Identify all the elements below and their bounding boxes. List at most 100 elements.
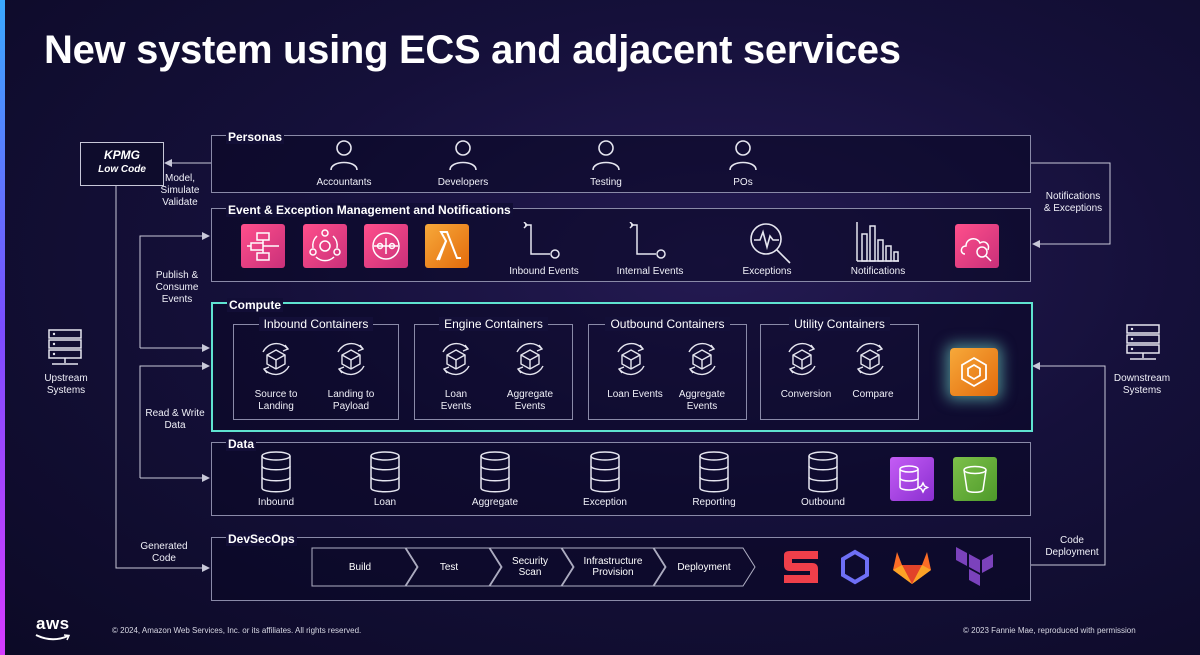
kpmg-low-code-box: KPMG Low Code	[80, 142, 164, 186]
container-icon	[788, 342, 816, 376]
events-panel: Event & Exception Management and Notific…	[211, 203, 1031, 282]
internal-events-icon	[629, 222, 666, 259]
notifications-chart-icon	[856, 222, 899, 262]
terraform-logo-icon	[956, 547, 993, 586]
inbound-events-icon	[523, 222, 560, 259]
pipeline-stage-test: Test	[405, 547, 503, 587]
container-icon	[337, 342, 365, 376]
checkmarx-logo-icon	[784, 551, 818, 583]
data-title: Data	[226, 437, 257, 451]
label-downstream-systems: Downstream Systems	[1113, 373, 1171, 396]
step-functions-icon	[241, 224, 285, 268]
testing-person-icon	[592, 140, 620, 171]
label-code-deployment: Code Deployment	[1045, 535, 1099, 558]
label-generated-code: Generated Code	[140, 541, 188, 564]
inbound-containers-title: Inbound Containers	[258, 317, 374, 331]
footer-copyright-fannie-mae: © 2023 Fannie Mae, reproduced with permi…	[963, 626, 1136, 635]
stage-label-test: Test	[439, 561, 459, 573]
persona-accountants: Accountants	[316, 177, 372, 188]
notifications-label: Notifications	[850, 266, 906, 277]
container-icon	[262, 342, 290, 376]
stage-label-build: Build	[348, 561, 372, 573]
label-model-simulate: Model, Simulate Validate	[160, 173, 200, 208]
devsecops-title: DevSecOps	[226, 532, 297, 546]
page-title: New system using ECS and adjacent servic…	[44, 28, 901, 72]
container-icon	[442, 342, 470, 376]
data-label-inbound: Inbound	[257, 497, 295, 508]
downstream-server-icon	[1126, 324, 1160, 360]
sns-icon	[364, 224, 408, 268]
stage-label-deployment: Deployment	[677, 561, 731, 573]
database-icon	[261, 451, 291, 493]
stage-label-infrastructure-provision: Infrastructure Provision	[583, 556, 643, 578]
data-label-outbound: Outbound	[801, 497, 845, 508]
prisma-hexagon-icon	[841, 549, 869, 585]
kpmg-subtitle: Low Code	[98, 164, 146, 175]
ecs-icon	[950, 348, 998, 396]
persona-pos: POs	[733, 177, 753, 188]
label-upstream-systems: Upstream Systems	[44, 373, 88, 396]
lambda-icon	[425, 224, 469, 268]
container-icon	[516, 342, 544, 376]
database-icon	[590, 451, 620, 493]
container-label-engine-aggregate-events: Aggregate Events	[506, 389, 554, 412]
exceptions-label: Exceptions	[742, 266, 792, 277]
container-label-source-to-landing: Source to Landing	[254, 389, 298, 412]
database-icon	[808, 451, 838, 493]
personas-title: Personas	[226, 130, 285, 144]
database-icon	[699, 451, 729, 493]
database-icon	[370, 451, 400, 493]
eventbridge-icon	[303, 224, 347, 268]
personas-panel: Personas	[211, 130, 1031, 193]
internal-events-label: Internal Events	[616, 266, 684, 277]
container-label-landing-to-payload: Landing to Payload	[327, 389, 375, 412]
aws-smile-icon	[35, 634, 71, 641]
upstream-server-icon	[48, 329, 82, 365]
persona-testing: Testing	[590, 177, 622, 188]
data-label-exception: Exception	[583, 497, 627, 508]
aws-logo-text: aws	[36, 614, 70, 633]
stage-label-security-scan: Security Scan	[511, 556, 549, 578]
accountants-person-icon	[330, 140, 358, 171]
pipeline-stage-infrastructure-provision: Infrastructure Provision	[561, 547, 667, 587]
pos-person-icon	[729, 140, 757, 171]
container-icon	[856, 342, 884, 376]
inbound-events-label: Inbound Events	[509, 266, 579, 277]
developers-person-icon	[449, 140, 477, 171]
utility-containers-title: Utility Containers	[789, 317, 890, 331]
pipeline-stage-security-scan: Security Scan	[489, 547, 575, 587]
inbound-containers-group: Inbound Containers	[233, 317, 399, 420]
label-read-write: Read & Write Data	[145, 408, 205, 431]
label-notifications-exceptions: Notifications & Exceptions	[1043, 191, 1103, 214]
engine-containers-title: Engine Containers	[439, 317, 548, 331]
cloudwatch-icon	[955, 224, 999, 268]
events-title: Event & Exception Management and Notific…	[226, 203, 513, 217]
outbound-containers-title: Outbound Containers	[605, 317, 730, 331]
outbound-containers-group: Outbound Containers	[588, 317, 747, 420]
gitlab-logo-icon	[893, 552, 931, 584]
container-icon	[688, 342, 716, 376]
pipeline-stage-build: Build	[311, 547, 419, 587]
utility-containers-group: Utility Containers	[760, 317, 919, 420]
exceptions-magnifier-icon	[750, 223, 791, 264]
persona-developers: Developers	[437, 177, 489, 188]
engine-containers-group: Engine Containers	[414, 317, 573, 420]
pipeline-stage-deployment: Deployment	[653, 547, 757, 587]
label-publish-consume: Publish & Consume Events	[155, 270, 199, 305]
container-icon	[617, 342, 645, 376]
aws-logo: aws	[35, 614, 71, 641]
container-label-outbound-loan-events: Loan Events	[607, 389, 663, 400]
database-icon	[480, 451, 510, 493]
data-label-reporting: Reporting	[692, 497, 736, 508]
aurora-database-icon	[890, 457, 934, 501]
container-label-outbound-aggregate-events: Aggregate Events	[678, 389, 726, 412]
container-label-engine-loan-events: Loan Events	[440, 389, 472, 412]
data-label-aggregate: Aggregate	[471, 497, 519, 508]
container-label-compare: Compare	[852, 389, 894, 400]
compute-title: Compute	[227, 298, 283, 312]
container-label-conversion: Conversion	[780, 389, 832, 400]
footer-copyright-aws: © 2024, Amazon Web Services, Inc. or its…	[112, 626, 362, 635]
kpmg-logo: KPMG	[104, 148, 140, 162]
data-label-loan: Loan	[373, 497, 397, 508]
